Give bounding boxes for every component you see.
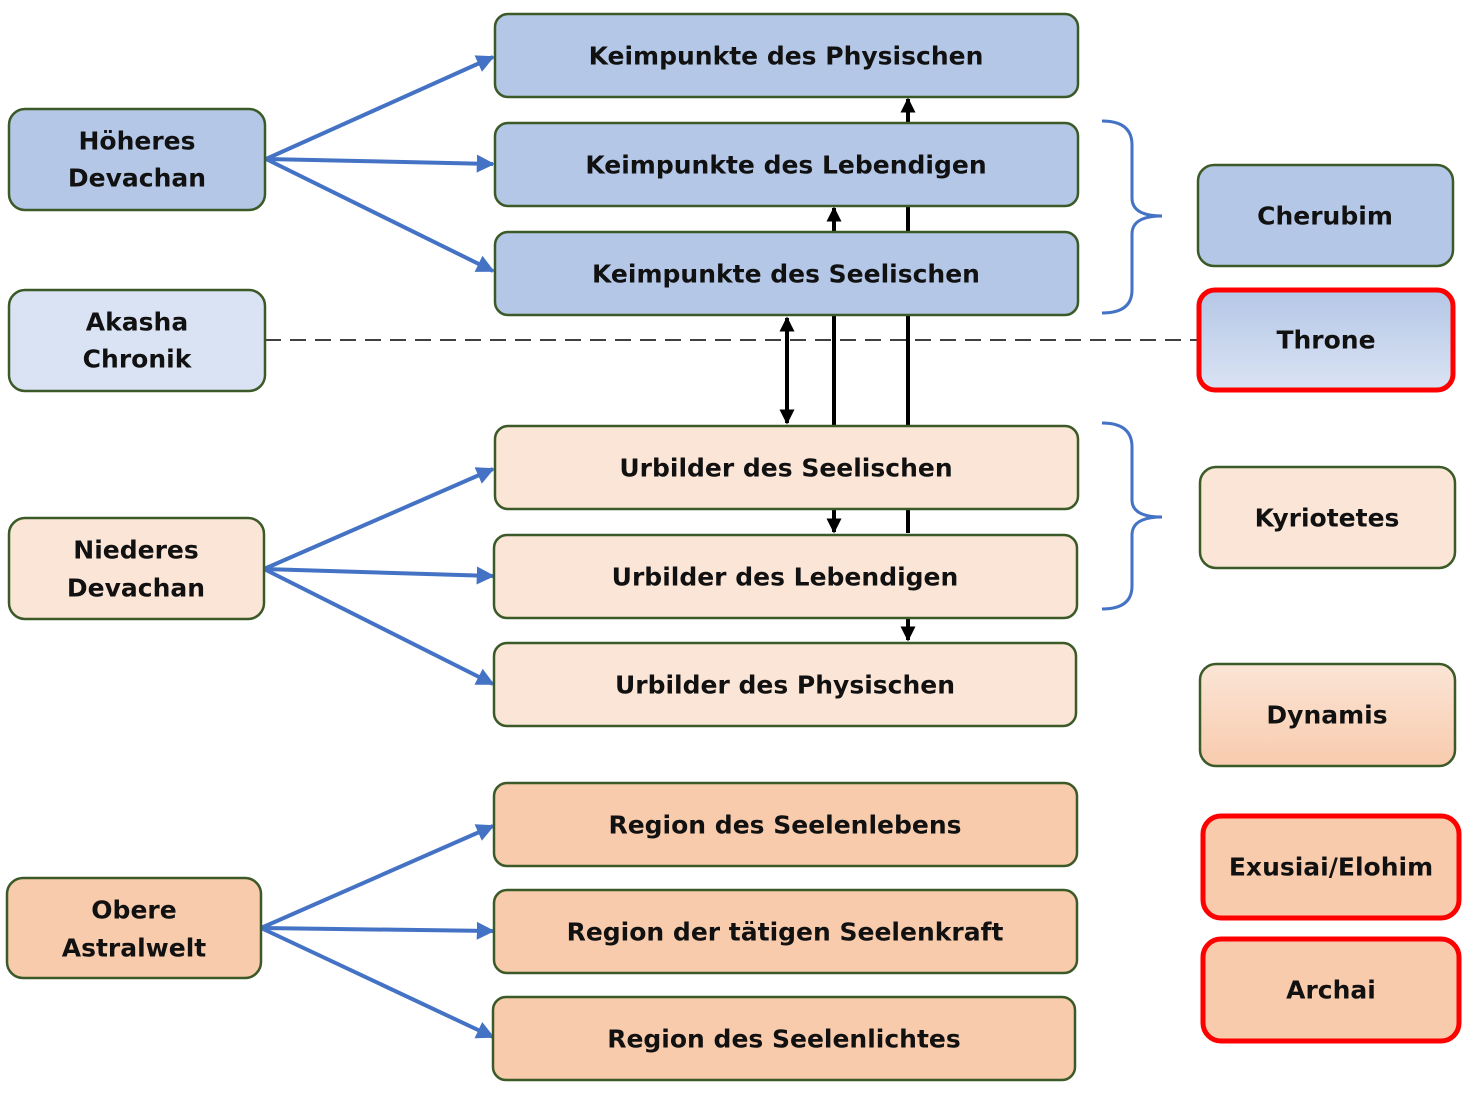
node-keimpunkte-physisch[interactable]: Keimpunkte des Physischen (493, 12, 1080, 99)
brace-kyriotetes (1101, 421, 1163, 611)
node-region-seelenleben[interactable]: Region des Seelenlebens (492, 781, 1079, 868)
node-exusiai-elohim[interactable]: Exusiai/Elohim (1200, 813, 1462, 921)
node-obere-astralwelt-line1: Obere (91, 896, 176, 925)
node-keimpunkte-physisch-label: Keimpunkte des Physischen (589, 42, 984, 71)
arrow-obere-to-region-seelenleben (260, 824, 495, 930)
node-niederes-devachan[interactable]: Niederes Devachan (7, 516, 266, 621)
node-kyriotetes-label: Kyriotetes (1255, 504, 1400, 533)
node-hoeheres-devachan[interactable]: Höheres Devachan (7, 107, 267, 212)
node-region-seelenlicht-label: Region des Seelenlichtes (607, 1025, 961, 1054)
node-cherubim[interactable]: Cherubim (1196, 163, 1455, 268)
node-archai[interactable]: Archai (1200, 936, 1462, 1044)
node-keimpunkte-lebendig[interactable]: Keimpunkte des Lebendigen (493, 121, 1080, 208)
node-akasha-chronik[interactable]: Akasha Chronik (7, 288, 267, 393)
node-urbilder-physisch[interactable]: Urbilder des Physischen (492, 641, 1078, 728)
node-throne-label: Throne (1276, 326, 1375, 355)
arrow-hoeheres-to-keim-physisch (265, 55, 495, 161)
arrow-niederes-to-ur-physisch (263, 567, 495, 686)
node-obere-astralwelt-line2: Astralwelt (62, 934, 207, 963)
node-keimpunkte-seelisch-label: Keimpunkte des Seelischen (592, 260, 980, 289)
fan-out-arrows (260, 55, 495, 1039)
node-urbilder-seelisch[interactable]: Urbilder des Seelischen (493, 424, 1080, 511)
arrow-niederes-to-ur-seelisch (263, 467, 495, 571)
node-niederes-devachan-line1: Niederes (73, 536, 198, 565)
arrow-hoeheres-to-keim-lebendig (265, 154, 495, 173)
arrow-hoeheres-to-keim-seelisch (265, 157, 495, 273)
node-obere-astralwelt[interactable]: Obere Astralwelt (5, 876, 263, 980)
node-exusiai-elohim-label: Exusiai/Elohim (1229, 853, 1433, 882)
node-dynamis[interactable]: Dynamis (1198, 662, 1457, 768)
node-urbilder-lebendig[interactable]: Urbilder des Lebendigen (492, 533, 1079, 620)
node-urbilder-physisch-label: Urbilder des Physischen (615, 671, 955, 700)
brace-cherubim (1101, 119, 1163, 315)
node-hoeheres-devachan-line1: Höheres (78, 127, 195, 156)
arrow-niederes-to-ur-lebendig (263, 566, 495, 585)
node-region-seelenleben-label: Region des Seelenlebens (608, 811, 961, 840)
arrow-obere-to-region-seelenlicht (260, 926, 495, 1039)
node-region-seelenkraft[interactable]: Region der tätigen Seelenkraft (492, 888, 1079, 975)
node-kyriotetes[interactable]: Kyriotetes (1198, 465, 1457, 570)
node-niederes-devachan-line2: Devachan (67, 574, 205, 603)
node-keimpunkte-lebendig-label: Keimpunkte des Lebendigen (585, 151, 986, 180)
node-akasha-chronik-line2: Chronik (83, 345, 193, 374)
node-keimpunkte-seelisch[interactable]: Keimpunkte des Seelischen (493, 230, 1080, 317)
node-urbilder-lebendig-label: Urbilder des Lebendigen (612, 563, 959, 592)
node-dynamis-label: Dynamis (1266, 701, 1387, 730)
node-region-seelenlicht[interactable]: Region des Seelenlichtes (491, 995, 1077, 1082)
node-cherubim-label: Cherubim (1257, 202, 1393, 231)
node-hoeheres-devachan-line2: Devachan (68, 164, 206, 193)
node-urbilder-seelisch-label: Urbilder des Seelischen (619, 454, 952, 483)
arrow-obere-to-region-seelenkraft (260, 921, 495, 940)
node-region-seelenkraft-label: Region der tätigen Seelenkraft (567, 918, 1004, 947)
node-archai-label: Archai (1286, 976, 1376, 1005)
node-akasha-chronik-line1: Akasha (86, 308, 188, 337)
node-throne[interactable]: Throne (1196, 287, 1456, 393)
